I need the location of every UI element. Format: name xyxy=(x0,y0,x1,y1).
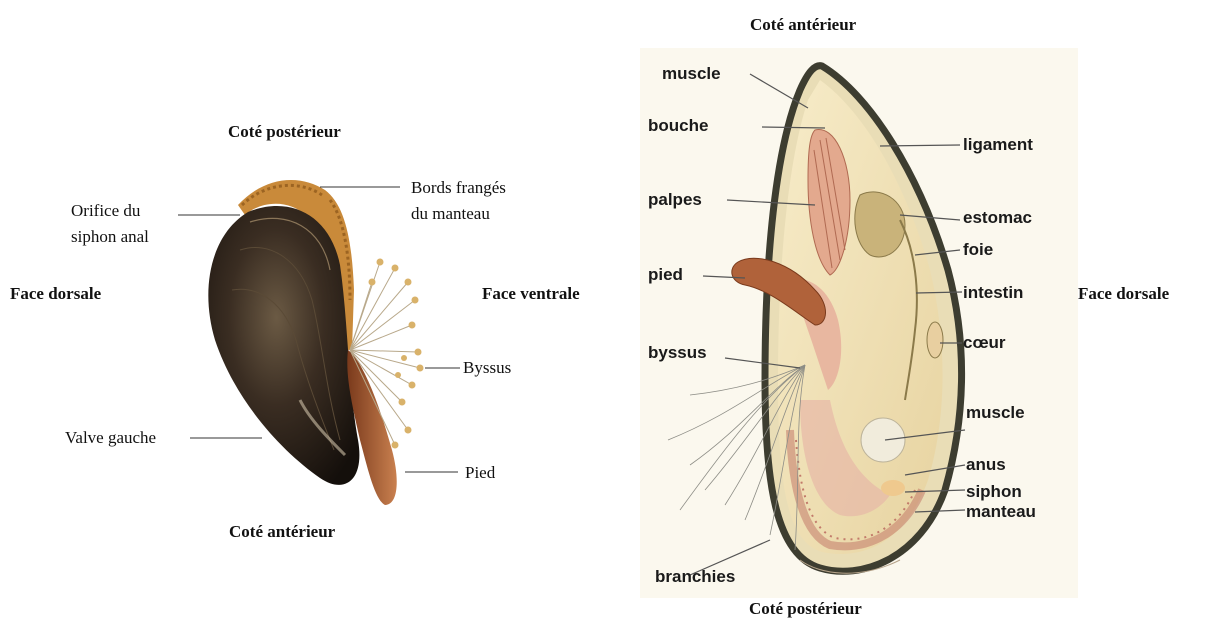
label-anus: anus xyxy=(966,455,1006,474)
label-manteau: manteau xyxy=(966,502,1036,521)
left-bottom-side-label: Coté antérieur xyxy=(229,522,336,541)
label-orifice-line1: Orifice du xyxy=(71,201,141,220)
label-bords-line2: du manteau xyxy=(411,204,490,223)
left-mussel-illustration xyxy=(208,180,423,505)
right-bottom-side-label: Coté postérieur xyxy=(749,599,862,618)
label-pied-left: Pied xyxy=(465,463,496,482)
label-orifice-line2: siphon anal xyxy=(71,227,149,246)
heart-shape xyxy=(927,322,943,358)
label-bouche: bouche xyxy=(648,116,708,135)
left-top-side-label: Coté postérieur xyxy=(228,122,341,141)
label-palpes: palpes xyxy=(648,190,702,209)
label-foie: foie xyxy=(963,240,993,259)
posterior-muscle-shape xyxy=(861,418,905,462)
label-branchies: branchies xyxy=(655,567,735,586)
label-muscle-bottom: muscle xyxy=(966,403,1025,422)
right-face-dorsale-label: Face dorsale xyxy=(1078,284,1170,303)
label-ligament: ligament xyxy=(963,135,1033,154)
label-muscle-top: muscle xyxy=(662,64,721,83)
label-siphon: siphon xyxy=(966,482,1022,501)
label-bords-line1: Bords frangés xyxy=(411,178,506,197)
label-coeur: cœur xyxy=(963,333,1006,352)
label-byssus-right: byssus xyxy=(648,343,707,362)
right-top-side-label: Coté antérieur xyxy=(750,15,857,34)
left-face-dorsale-label: Face dorsale xyxy=(10,284,102,303)
left-face-ventrale-label: Face ventrale xyxy=(482,284,580,303)
label-pied-right: pied xyxy=(648,265,683,284)
label-estomac: estomac xyxy=(963,208,1032,227)
label-byssus-left: Byssus xyxy=(463,358,511,377)
label-valve-gauche: Valve gauche xyxy=(65,428,156,447)
label-intestin: intestin xyxy=(963,283,1023,302)
